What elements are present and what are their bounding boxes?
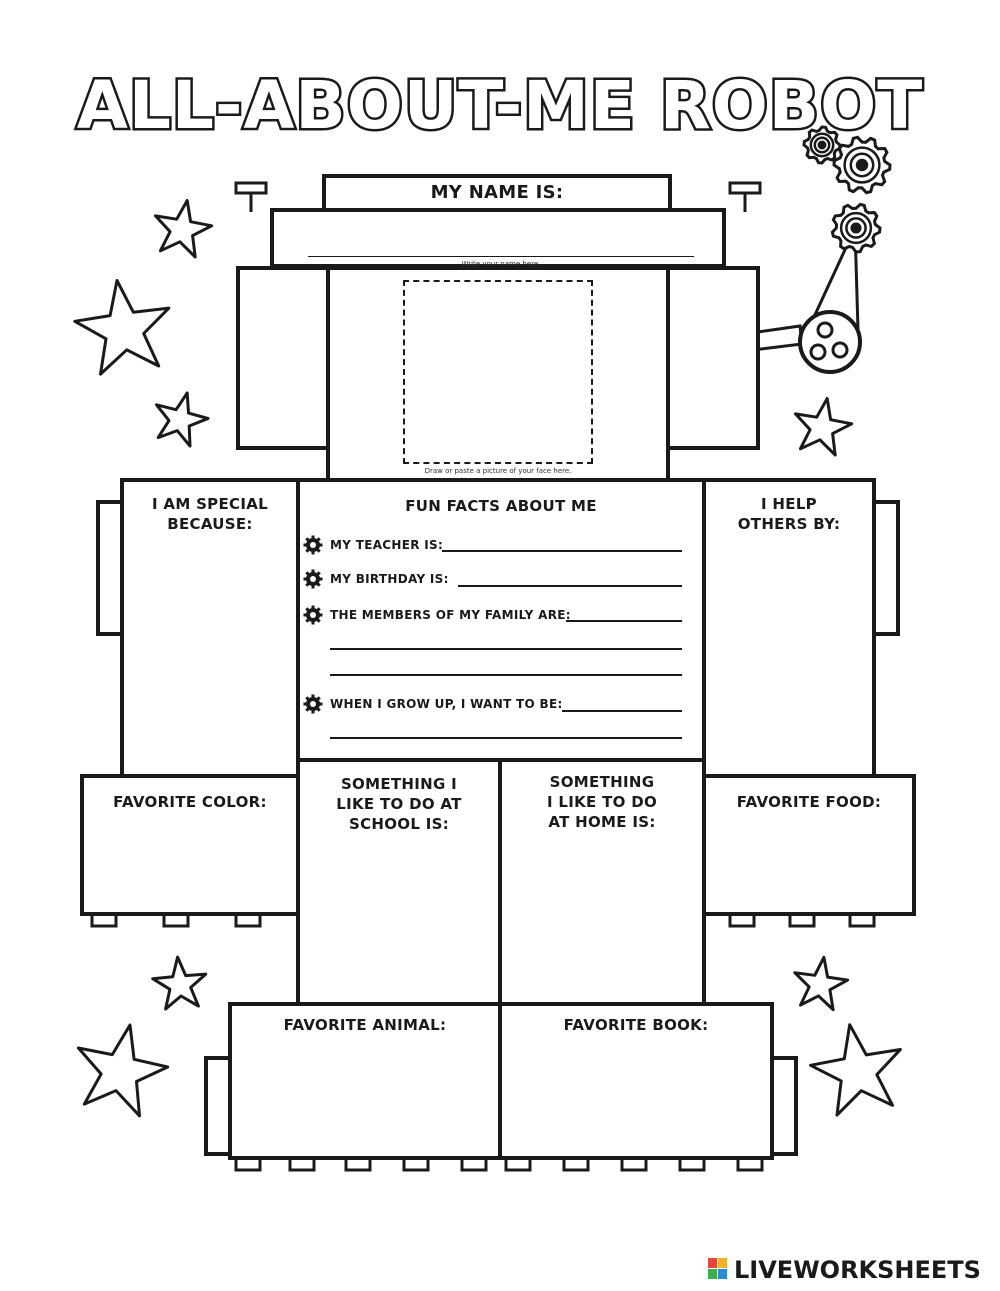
gear-icon (303, 535, 323, 555)
school-label: SOMETHING I LIKE TO DO AT SCHOOL IS: (336, 775, 462, 833)
favorite-animal-label: FAVORITE ANIMAL: (283, 1016, 447, 1034)
star-icon (73, 279, 171, 376)
star-icon (76, 1023, 170, 1118)
favorite-book-box[interactable] (498, 1002, 774, 1160)
star-icon (793, 955, 850, 1012)
help-label: I HELP OTHERS BY: (737, 495, 841, 533)
fact-grow-up-label: WHEN I GROW UP, I WANT TO BE: (330, 697, 563, 711)
face-hint: Draw or paste a picture of your face her… (424, 467, 572, 475)
robot-face-panel (326, 266, 670, 482)
star-icon (794, 397, 854, 457)
fact-grow-up-line-2[interactable] (330, 737, 682, 739)
logo-block (708, 1258, 717, 1268)
fun-facts-heading: FUN FACTS ABOUT ME (405, 497, 597, 515)
gear-icon (802, 125, 842, 165)
star-icon (151, 955, 208, 1011)
special-label: I AM SPECIAL BECAUSE: (152, 495, 268, 533)
star-icon (154, 199, 214, 259)
fact-birthday-line[interactable] (458, 585, 682, 587)
face-drawing-area[interactable] (403, 280, 593, 464)
fact-family-line-3[interactable] (330, 674, 682, 676)
antenna-right-icon (728, 181, 762, 212)
gear-icon (832, 135, 892, 195)
logo-block (718, 1269, 727, 1279)
fact-family-line-1[interactable] (566, 620, 682, 622)
gear-icon (303, 569, 323, 589)
logo-block (718, 1258, 727, 1268)
gear-icon (830, 202, 882, 254)
gear-icon (303, 605, 323, 625)
gear-icon (303, 694, 323, 714)
liveworksheets-logo-icon (708, 1258, 727, 1279)
name-write-line[interactable] (308, 256, 694, 257)
fact-teacher-line[interactable] (442, 550, 682, 552)
antenna-left-icon (234, 181, 268, 212)
favorite-book-label: FAVORITE BOOK: (563, 1016, 709, 1034)
home-box[interactable] (498, 758, 706, 1006)
fact-family-line-2[interactable] (330, 648, 682, 650)
favorite-color-label: FAVORITE COLOR: (113, 793, 267, 811)
title-text: ALL-ABOUT-ME ROBOT (77, 67, 923, 144)
star-icon (155, 391, 210, 448)
name-label: MY NAME IS: (430, 182, 564, 203)
footer-brand: LIVEWORKSHEETS (708, 1256, 981, 1284)
right-leg-side (770, 1056, 798, 1156)
favorite-color-box[interactable] (80, 774, 300, 916)
footer-brand-text: LIVEWORKSHEETS (734, 1256, 981, 1284)
logo-block (708, 1269, 717, 1279)
favorite-food-label: FAVORITE FOOD: (736, 793, 882, 811)
favorite-animal-box[interactable] (228, 1002, 502, 1160)
fact-birthday-label: MY BIRTHDAY IS: (330, 572, 449, 586)
right-arm (872, 500, 900, 636)
star-icon (809, 1023, 902, 1117)
left-leg-side (204, 1056, 232, 1156)
worksheet-title: ALL-ABOUT-ME ROBOT (74, 65, 924, 147)
name-hint: Write your name here. (461, 260, 541, 268)
name-banner (270, 208, 726, 268)
fact-grow-up-line-1[interactable] (562, 710, 682, 712)
fact-teacher-label: MY TEACHER IS: (330, 538, 444, 552)
favorite-food-box[interactable] (702, 774, 916, 916)
fact-family-label: THE MEMBERS OF MY FAMILY ARE: (330, 608, 571, 622)
home-label: SOMETHING I LIKE TO DO AT HOME IS: (546, 773, 658, 831)
